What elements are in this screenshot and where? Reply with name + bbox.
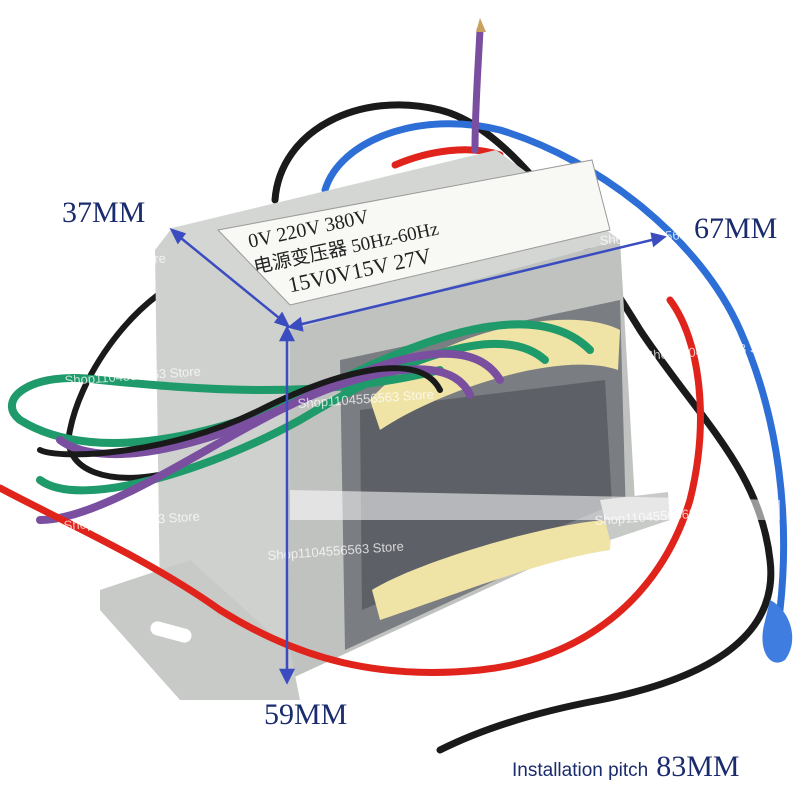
wire-red	[0, 296, 704, 676]
mounting-foot	[100, 560, 300, 700]
arrow-37mm	[175, 233, 285, 323]
installation-pitch-label: Installation pitch	[512, 760, 649, 781]
wire-black-left	[65, 287, 183, 481]
wire-purple-tip-icon	[476, 18, 486, 32]
dimension-height-label: 37MM	[62, 196, 146, 229]
dimension-arrows	[169, 227, 667, 685]
dimension-depth-label: 67MM	[694, 212, 778, 245]
dimension-width-label: 59MM	[264, 698, 348, 731]
wire-black-back	[271, 101, 775, 754]
bobbin-bottom	[372, 520, 612, 620]
installation-pitch: Installation pitch 83MM	[512, 750, 740, 784]
wire-green	[8, 320, 594, 495]
installation-pitch-value: 83MM	[656, 750, 740, 783]
wire-black-front	[37, 365, 443, 458]
wire-blue-tip-icon	[762, 600, 793, 663]
wire-blue	[321, 120, 788, 614]
wire-purple-top	[471, 26, 484, 154]
arrow-67mm	[293, 236, 661, 328]
